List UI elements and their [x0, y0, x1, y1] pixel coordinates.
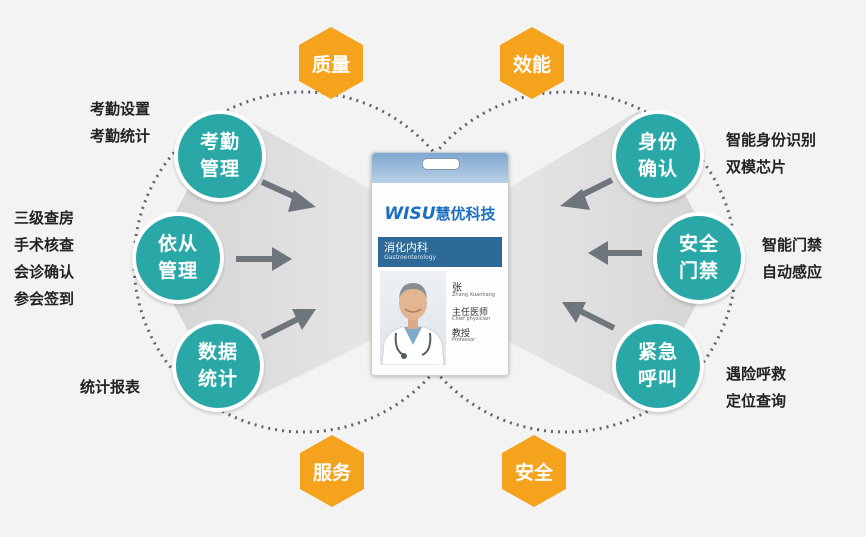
card-rank: 教授 [452, 329, 471, 339]
arrow-identity [560, 177, 614, 210]
node-attendance-line2: 管理 [199, 158, 240, 180]
hexagon-service-label: 服务 [312, 461, 351, 484]
desc-compliance-3: 会诊确认 [14, 263, 75, 281]
hexagon-service: 服务 [297, 433, 367, 509]
desc-identity-2: 双模芯片 [726, 158, 787, 176]
desc-compliance-1: 三级查房 [14, 209, 75, 227]
desc-emergency-1: 遇险呼救 [726, 365, 787, 383]
desc-identity-1: 智能身份识别 [726, 131, 817, 149]
node-attendance-management: 考勤 管理 [174, 110, 266, 202]
card-lanyard-slot [422, 158, 460, 170]
desc-access: 智能门禁 自动感应 [762, 232, 822, 286]
node-security-access: 安全 门禁 [653, 212, 745, 304]
desc-emergency-2: 定位查询 [726, 392, 787, 410]
card-title: 主任医师 [452, 308, 489, 318]
node-access-line2: 门禁 [678, 260, 719, 282]
node-identity-line2: 确认 [637, 158, 678, 180]
desc-compliance: 三级查房 手术核查 会诊确认 参会签到 [14, 205, 74, 313]
card-department-en: Gastroenterology [384, 254, 437, 261]
node-statistics-line1: 数据 [197, 341, 238, 363]
employee-id-card: WISU慧优科技 消化内科 Gastroenterology 张 Zhang X… [371, 152, 509, 376]
desc-statistics-1: 统计报表 [80, 378, 141, 396]
desc-compliance-2: 手术核查 [14, 236, 75, 254]
node-emergency-line2: 呼叫 [637, 368, 678, 390]
desc-statistics: 统计报表 [80, 374, 140, 401]
desc-attendance-1: 考勤设置 [89, 100, 150, 118]
hexagon-safety-label: 安全 [514, 461, 553, 484]
desc-identity: 智能身份识别 双模芯片 [726, 127, 816, 181]
node-identity-line1: 身份 [637, 131, 678, 153]
arrow-access [588, 241, 642, 265]
hexagon-efficiency-label: 效能 [512, 53, 551, 76]
card-title-en: Chief physician [452, 316, 491, 322]
arrows [236, 177, 642, 340]
card-brand-cn: 慧优科技 [435, 205, 496, 223]
arrow-emergency [562, 302, 616, 331]
node-data-statistics: 数据 统计 [172, 320, 264, 412]
arrow-attendance [260, 179, 316, 212]
node-compliance-line1: 依从 [157, 233, 198, 255]
hexagon-safety: 安全 [499, 433, 569, 509]
card-rank-en: Professor [452, 337, 476, 343]
card-name-en: Zhang Xuanhang [452, 292, 495, 298]
desc-emergency: 遇险呼救 定位查询 [726, 361, 786, 415]
node-compliance-management: 依从 管理 [132, 212, 224, 304]
node-emergency-line1: 紧急 [637, 341, 678, 363]
card-brand-logo: WISU慧优科技 [380, 203, 500, 224]
node-emergency-call: 紧急 呼叫 [612, 320, 704, 412]
hexagon-efficiency: 效能 [497, 25, 567, 101]
desc-attendance-2: 考勤统计 [89, 127, 150, 145]
node-statistics-line2: 统计 [197, 368, 238, 390]
node-identity-confirmation: 身份 确认 [612, 110, 704, 202]
desc-attendance: 考勤设置 考勤统计 [90, 96, 150, 150]
node-compliance-line2: 管理 [157, 260, 198, 282]
card-brand-latin: WISU [384, 204, 436, 224]
hexagon-quality-label: 质量 [311, 53, 350, 76]
arrow-compliance [236, 247, 292, 271]
doctor-photo [380, 271, 446, 365]
desc-compliance-4: 参会签到 [14, 290, 75, 308]
card-department-bar [378, 237, 502, 267]
hexagon-quality: 质量 [296, 25, 366, 101]
node-attendance-line1: 考勤 [199, 131, 240, 153]
desc-access-1: 智能门禁 [762, 236, 823, 254]
card-department: 消化内科 [384, 241, 428, 254]
node-access-line1: 安全 [678, 233, 719, 255]
desc-access-2: 自动感应 [762, 263, 823, 281]
card-name: 张 [452, 283, 462, 294]
arrow-statistics [260, 309, 316, 340]
doctor-illustration [381, 283, 445, 365]
